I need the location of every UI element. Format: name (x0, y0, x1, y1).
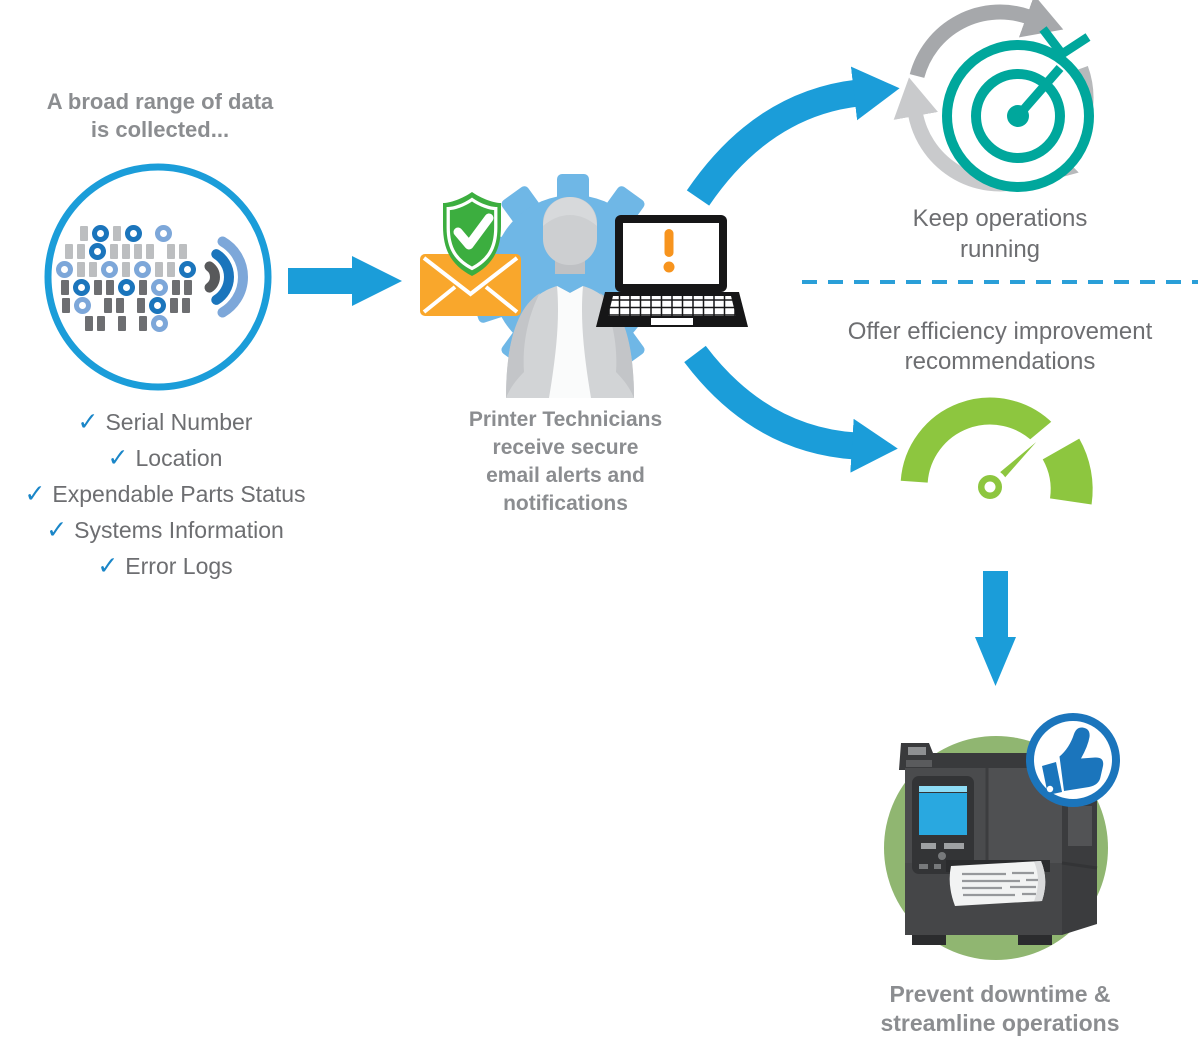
checkmark-icon: ✓ (24, 479, 46, 508)
list-item-label: Serial Number (105, 409, 253, 435)
shield-check-icon (443, 192, 501, 276)
arrow-collect-to-process-icon (288, 256, 402, 306)
list-item: ✓Serial Number (0, 404, 330, 440)
wifi-signal-icon (204, 236, 248, 318)
arrow-down-icon (975, 571, 1016, 686)
operations-cycle-icon (893, 0, 1094, 192)
list-item: ✓Error Logs (0, 548, 330, 584)
arrow-to-keep-operations-icon (686, 66, 900, 206)
technician-caption-line: Printer Technicians (468, 408, 663, 431)
collect-title-line: is collected... (90, 117, 230, 142)
target-dart-icon (942, 26, 1094, 192)
list-item: ✓Expendable Parts Status (0, 476, 330, 512)
efficiency-line: Offer efficiency improvement (847, 318, 1153, 345)
efficiency-line: recommendations (904, 348, 1096, 375)
prevent-downtime-line: streamline operations (880, 1010, 1120, 1036)
binary-data-pattern (50, 224, 202, 333)
list-item-label: Systems Information (74, 517, 284, 543)
efficiency-gauge-icon (900, 397, 1093, 505)
arrow-to-efficiency-icon (684, 345, 898, 473)
technician-caption-line: email alerts and (486, 464, 645, 487)
list-item: ✓Location (0, 440, 330, 476)
checkmark-icon: ✓ (46, 515, 68, 544)
technician-caption: Printer Technicians receive secure email… (428, 406, 703, 518)
secure-email-icon (420, 254, 521, 316)
data-collection-circle (44, 163, 272, 391)
list-item-label: Location (135, 445, 223, 471)
prevent-downtime-line: Prevent downtime & (889, 981, 1111, 1007)
laptop-alert-icon (596, 215, 748, 327)
checkmark-icon: ✓ (97, 551, 119, 580)
technician-caption-line: notifications (503, 492, 628, 515)
checkmark-icon: ✓ (107, 443, 129, 472)
collect-title-line: A broad range of data (46, 89, 274, 114)
prevent-downtime-label: Prevent downtime & streamline operations (840, 980, 1160, 1038)
keep-operations-line: running (959, 236, 1041, 263)
collect-title: A broad range of data is collected... (5, 88, 315, 144)
list-item-label: Expendable Parts Status (52, 481, 306, 507)
list-item: ✓Systems Information (0, 512, 330, 548)
keep-operations-line: Keep operations (912, 205, 1088, 232)
technician-caption-line: receive secure (492, 436, 639, 459)
list-item-label: Error Logs (125, 553, 233, 579)
thumbs-up-badge-icon (1026, 713, 1120, 807)
checkmark-icon: ✓ (77, 407, 99, 436)
collected-data-list: ✓Serial Number ✓Location ✓Expendable Par… (0, 404, 330, 584)
efficiency-label: Offer efficiency improvement recommendat… (780, 317, 1200, 377)
keep-operations-label: Keep operations running (850, 203, 1150, 265)
